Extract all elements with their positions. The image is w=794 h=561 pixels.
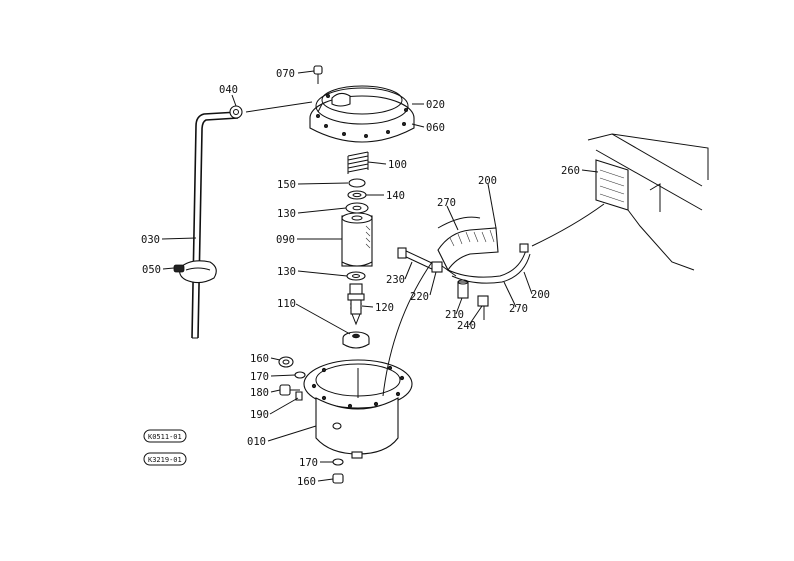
label-240: 240 [457, 320, 476, 332]
band-lock-nut [477, 295, 489, 320]
drain-bolt-bottom [332, 473, 344, 484]
label-120: 120 [375, 302, 394, 314]
valve-seat [342, 331, 370, 349]
spring-seat [348, 178, 366, 188]
stem-valve [347, 283, 365, 326]
label-100: 100 [388, 159, 407, 171]
label-110: 110 [277, 298, 296, 310]
label-200-upper: 200 [478, 175, 497, 187]
washer-side [294, 371, 306, 379]
label-040: 040 [219, 84, 238, 96]
label-170-upper: 170 [250, 371, 269, 383]
breather-bolt [313, 65, 323, 84]
label-260: 260 [561, 165, 580, 177]
reference-mark-2-text: K3219-01 [148, 456, 182, 464]
mounting-bracket [587, 133, 709, 271]
washer-upper [345, 202, 369, 214]
washer-lower [346, 271, 366, 281]
label-270-lower: 270 [509, 303, 528, 315]
label-070: 070 [276, 68, 295, 80]
label-210: 210 [445, 309, 464, 321]
pipe-clamp [173, 260, 217, 284]
label-130-lower: 130 [277, 266, 296, 278]
label-180: 180 [250, 387, 269, 399]
label-150: 150 [277, 179, 296, 191]
fuel-pipe [191, 101, 313, 339]
label-200-lower: 200 [531, 289, 550, 301]
band-spacer [457, 279, 469, 299]
filter-bowl [303, 359, 413, 459]
label-020: 020 [426, 99, 445, 111]
label-270-upper: 270 [437, 197, 456, 209]
drain-bolt-upper [278, 356, 294, 368]
label-050: 050 [142, 264, 161, 276]
mounting-band [437, 227, 531, 284]
label-160-lower: 160 [297, 476, 316, 488]
label-170-lower: 170 [299, 457, 318, 469]
label-140: 140 [386, 190, 405, 202]
label-230: 230 [386, 274, 405, 286]
band-nut [431, 261, 457, 277]
label-010: 010 [247, 436, 266, 448]
label-030: 030 [141, 234, 160, 246]
reference-mark-1-text: K0511-01 [148, 433, 182, 441]
label-130-upper: 130 [277, 208, 296, 220]
flow-arrow [437, 216, 481, 229]
hose-joint [229, 105, 243, 119]
label-090: 090 [276, 234, 295, 246]
label-190: 190 [250, 409, 269, 421]
filter-element [341, 212, 373, 267]
label-220: 220 [410, 291, 429, 303]
o-ring-upper [347, 190, 367, 200]
label-160-upper: 160 [250, 353, 269, 365]
spring [347, 151, 369, 174]
band-bolt [397, 247, 435, 271]
reference-mark-2: K3219-01 [143, 452, 187, 466]
tank-cover [309, 85, 415, 143]
drain-washer-bottom [332, 458, 344, 466]
guide-line-right [531, 203, 605, 247]
leader-lines [161, 70, 599, 482]
reference-mark-1: K0511-01 [143, 429, 187, 443]
label-060: 060 [426, 122, 445, 134]
guide-line [382, 261, 433, 397]
